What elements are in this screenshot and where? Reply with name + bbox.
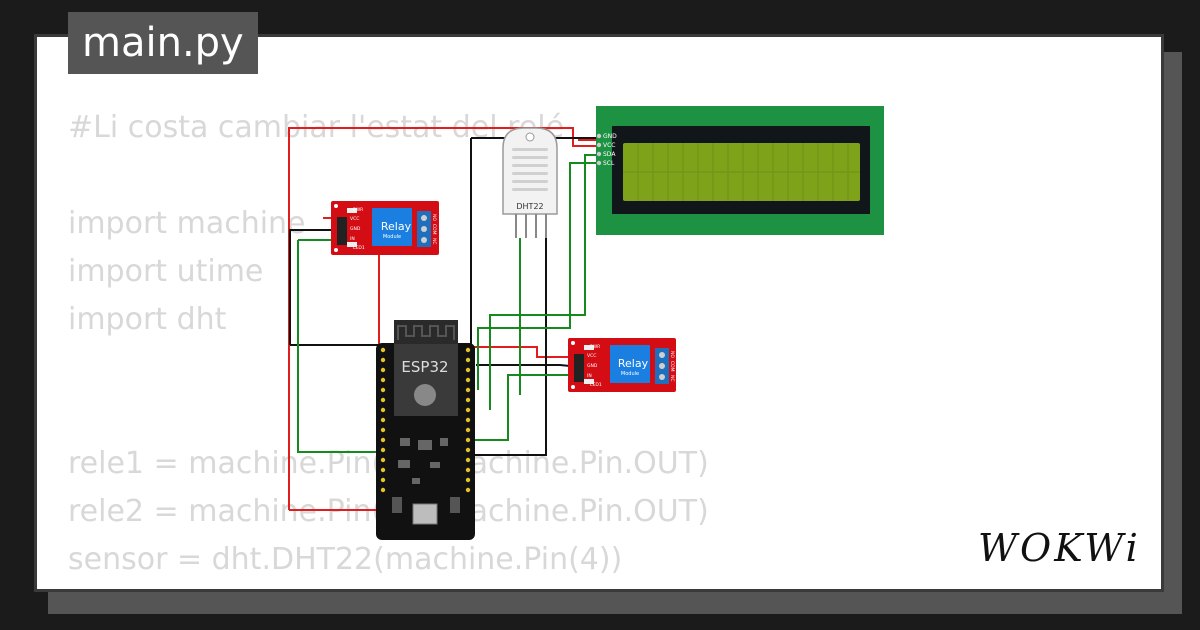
relay-terminal-label: COM [669, 361, 675, 372]
wire-black [289, 229, 348, 345]
lcd-pins: GND VCC SDA SCL [596, 133, 617, 167]
relay-module-1[interactable]: Relay Module PWR VCC GND IN LED1 NO COM … [331, 201, 439, 255]
relay-pin-label: VCC [587, 353, 596, 359]
relay-terminal-label: NO [431, 214, 437, 221]
dht22-grille [512, 148, 548, 191]
code-line: import utime [68, 254, 264, 289]
relay-label: Relay [381, 220, 412, 233]
espressif-logo-icon [414, 384, 436, 406]
lcd-pin-label: GND [603, 133, 617, 140]
relay-pin-label: GND [587, 363, 598, 369]
wire-red [470, 346, 570, 358]
dht22-label: DHT22 [516, 202, 543, 211]
en-button[interactable] [450, 497, 460, 513]
relay-terminal-label: NC [669, 375, 675, 382]
relay-pin-label: VCC [350, 216, 359, 222]
relay-terminal-label: NC [431, 238, 437, 245]
relay-led-label: PWR [353, 207, 363, 213]
boot-button[interactable] [392, 497, 402, 513]
relay-pin-label: IN [350, 236, 355, 242]
relay-terminal-label: NO [669, 351, 675, 358]
relay-label: Relay [618, 357, 649, 370]
lcd-pin-label: SDA [603, 151, 616, 158]
relay-module-2[interactable]: Relay Module PWR VCC GND IN LED1 NO COM … [568, 338, 676, 392]
esp32-label: ESP32 [401, 358, 448, 376]
esp32-left-pins [380, 347, 386, 493]
lcd-pin-label: VCC [603, 142, 615, 149]
wire-green [489, 154, 598, 410]
esp32-board[interactable]: ESP32 [376, 320, 475, 540]
wire-green [477, 162, 598, 390]
relay-led-label: LED1 [590, 382, 602, 388]
relay-terminal-label: COM [431, 224, 437, 235]
lcd-cell-grid [623, 143, 860, 201]
wire-green [470, 374, 570, 441]
code-line: sensor = dht.DHT22(machine.Pin(4)) [68, 542, 623, 577]
relay-pin-label: GND [350, 226, 361, 232]
wokwi-logo: WOKWi [978, 526, 1141, 570]
wire-black [476, 364, 571, 367]
relay-led-label: PWR [590, 344, 600, 350]
dht22-sensor[interactable]: DHT22 [502, 127, 558, 238]
esp32-right-pins [465, 347, 471, 493]
code-line: import dht [68, 302, 227, 337]
relay-led-label: LED1 [353, 245, 365, 251]
file-tab[interactable]: main.py [68, 12, 258, 74]
relay-sublabel: Module [621, 371, 639, 377]
usb-port [412, 503, 438, 525]
code-line: import machine [68, 206, 306, 241]
relay-pin-label: IN [587, 373, 592, 379]
wire-black [470, 238, 547, 456]
esp32-components [398, 438, 448, 484]
relay-sublabel: Module [383, 234, 401, 240]
lcd-display[interactable]: GND VCC SDA SCL [596, 106, 884, 235]
lcd-pin-label: SCL [603, 160, 615, 167]
